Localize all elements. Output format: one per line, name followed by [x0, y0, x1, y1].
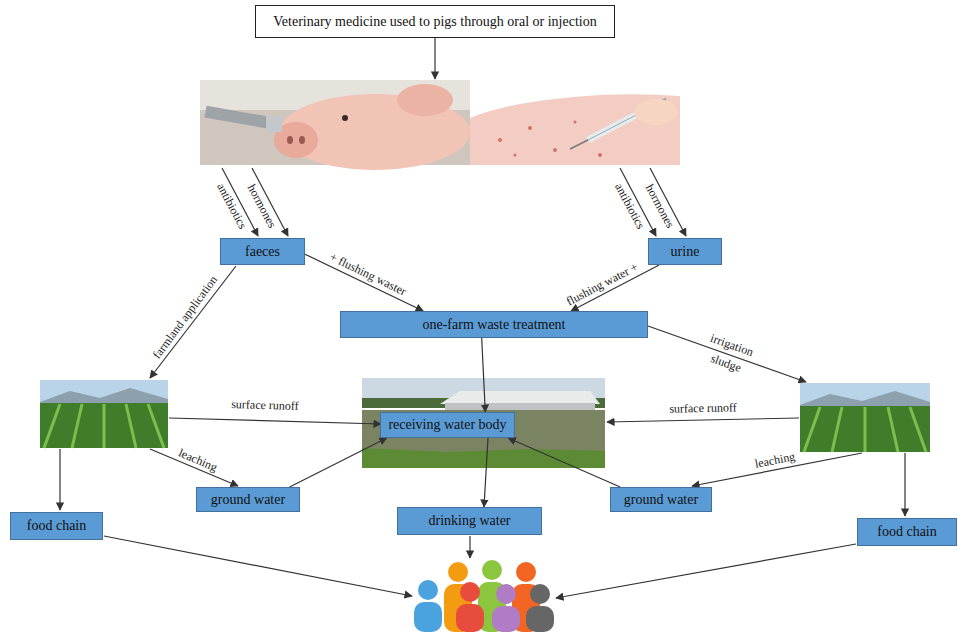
process-box: ground water: [196, 487, 300, 512]
skin-spot: [553, 148, 557, 152]
process-box: ground water: [610, 487, 712, 512]
person-head: [516, 562, 536, 582]
field-crop: [800, 406, 930, 452]
box-label: one-farm waste treatment: [422, 317, 565, 333]
box-label: urine: [671, 244, 700, 260]
person-head: [496, 584, 516, 604]
pig-nostril: [299, 136, 305, 144]
box-label: food chain: [27, 518, 86, 534]
flow-connector: [305, 254, 423, 311]
box-label: receiving water body: [388, 417, 506, 433]
box-label: faeces: [245, 244, 280, 260]
skin-spot: [498, 138, 502, 142]
person-head: [482, 560, 502, 580]
person-body: [492, 606, 520, 632]
field-sky: [800, 383, 930, 407]
pig-ear: [397, 84, 453, 116]
flow-connector: [484, 438, 488, 507]
flow-label: surface runoff: [669, 401, 737, 414]
process-box: faeces: [220, 238, 305, 265]
flow-label: leaching: [177, 447, 219, 474]
pig-eye: [342, 115, 348, 121]
edge-label: flushing water +: [564, 260, 639, 307]
flow-arrow: [104, 536, 412, 596]
flow-arrow: [904, 453, 905, 516]
flow-label: antibiotics: [613, 181, 647, 231]
crop-row: [72, 404, 82, 448]
box-label: Veterinary medicine used to pigs through…: [273, 14, 596, 30]
field-mountain: [800, 391, 930, 407]
syringe: [588, 113, 640, 140]
person-body: [456, 604, 484, 632]
box-label: drinking water: [428, 513, 510, 529]
crop-row: [103, 404, 106, 448]
flow-connector: [508, 438, 620, 487]
crop-row: [148, 404, 164, 448]
box-label: ground water: [211, 492, 285, 508]
flow-arrow: [607, 418, 799, 422]
person-body: [526, 606, 554, 632]
person-head: [418, 580, 438, 600]
person-head: [460, 582, 480, 602]
flow-arrow: [150, 266, 236, 378]
syringe-edge: [588, 113, 640, 140]
skin-spot: [528, 126, 532, 130]
process-box: food chain: [10, 512, 103, 540]
crop-row: [44, 404, 60, 448]
pond-water: [362, 410, 605, 452]
box-label: food chain: [877, 524, 936, 540]
person-head: [448, 562, 468, 582]
flow-label: antibiotics: [215, 181, 249, 231]
skin-spot: [574, 121, 577, 124]
flow-label: farmland application: [151, 273, 220, 360]
person-body: [414, 602, 442, 632]
flow-arrow: [469, 536, 470, 558]
pig-skin: [470, 80, 680, 165]
flow-connector: [290, 438, 387, 487]
crop-row: [804, 407, 820, 452]
process-box: drinking water: [397, 507, 542, 535]
flow-arrow: [648, 326, 806, 382]
crop-row: [888, 407, 898, 452]
field-crop: [40, 403, 168, 448]
crop-row: [910, 407, 926, 452]
crop-row: [126, 404, 136, 448]
farm-wall: [445, 403, 595, 411]
flow-label: hormones: [644, 182, 677, 229]
flow-arrow: [556, 544, 856, 598]
hand: [634, 99, 678, 125]
crop-row: [832, 407, 842, 452]
process-box: one-farm waste treatment: [340, 311, 648, 338]
needle: [570, 140, 588, 149]
process-box: urine: [648, 238, 722, 265]
flow-arrow: [434, 38, 435, 79]
skin-spot: [514, 154, 517, 157]
field-mountain: [40, 388, 168, 404]
process-box: food chain: [857, 518, 957, 546]
field-sky: [40, 380, 168, 404]
flow-arrow: [169, 418, 381, 424]
flow-label: leaching: [754, 450, 796, 470]
flow-label: sludge: [709, 352, 743, 374]
process-box: receiving water body: [380, 412, 515, 438]
farm-roof: [440, 391, 600, 404]
drinker-nipple: [266, 116, 282, 132]
crop-row: [864, 407, 867, 452]
flow-connector: [482, 338, 486, 412]
flow-label: hormones: [246, 182, 279, 229]
medicine-box: Veterinary medicine used to pigs through…: [255, 5, 615, 38]
pig-nostril: [287, 136, 293, 144]
edge-label: + flushing waster: [328, 250, 408, 297]
flow-arrow: [59, 449, 60, 510]
box-label: ground water: [624, 492, 698, 508]
person-head: [530, 584, 550, 604]
flow-label: surface runoff: [231, 398, 299, 412]
skin-spot: [598, 153, 602, 157]
